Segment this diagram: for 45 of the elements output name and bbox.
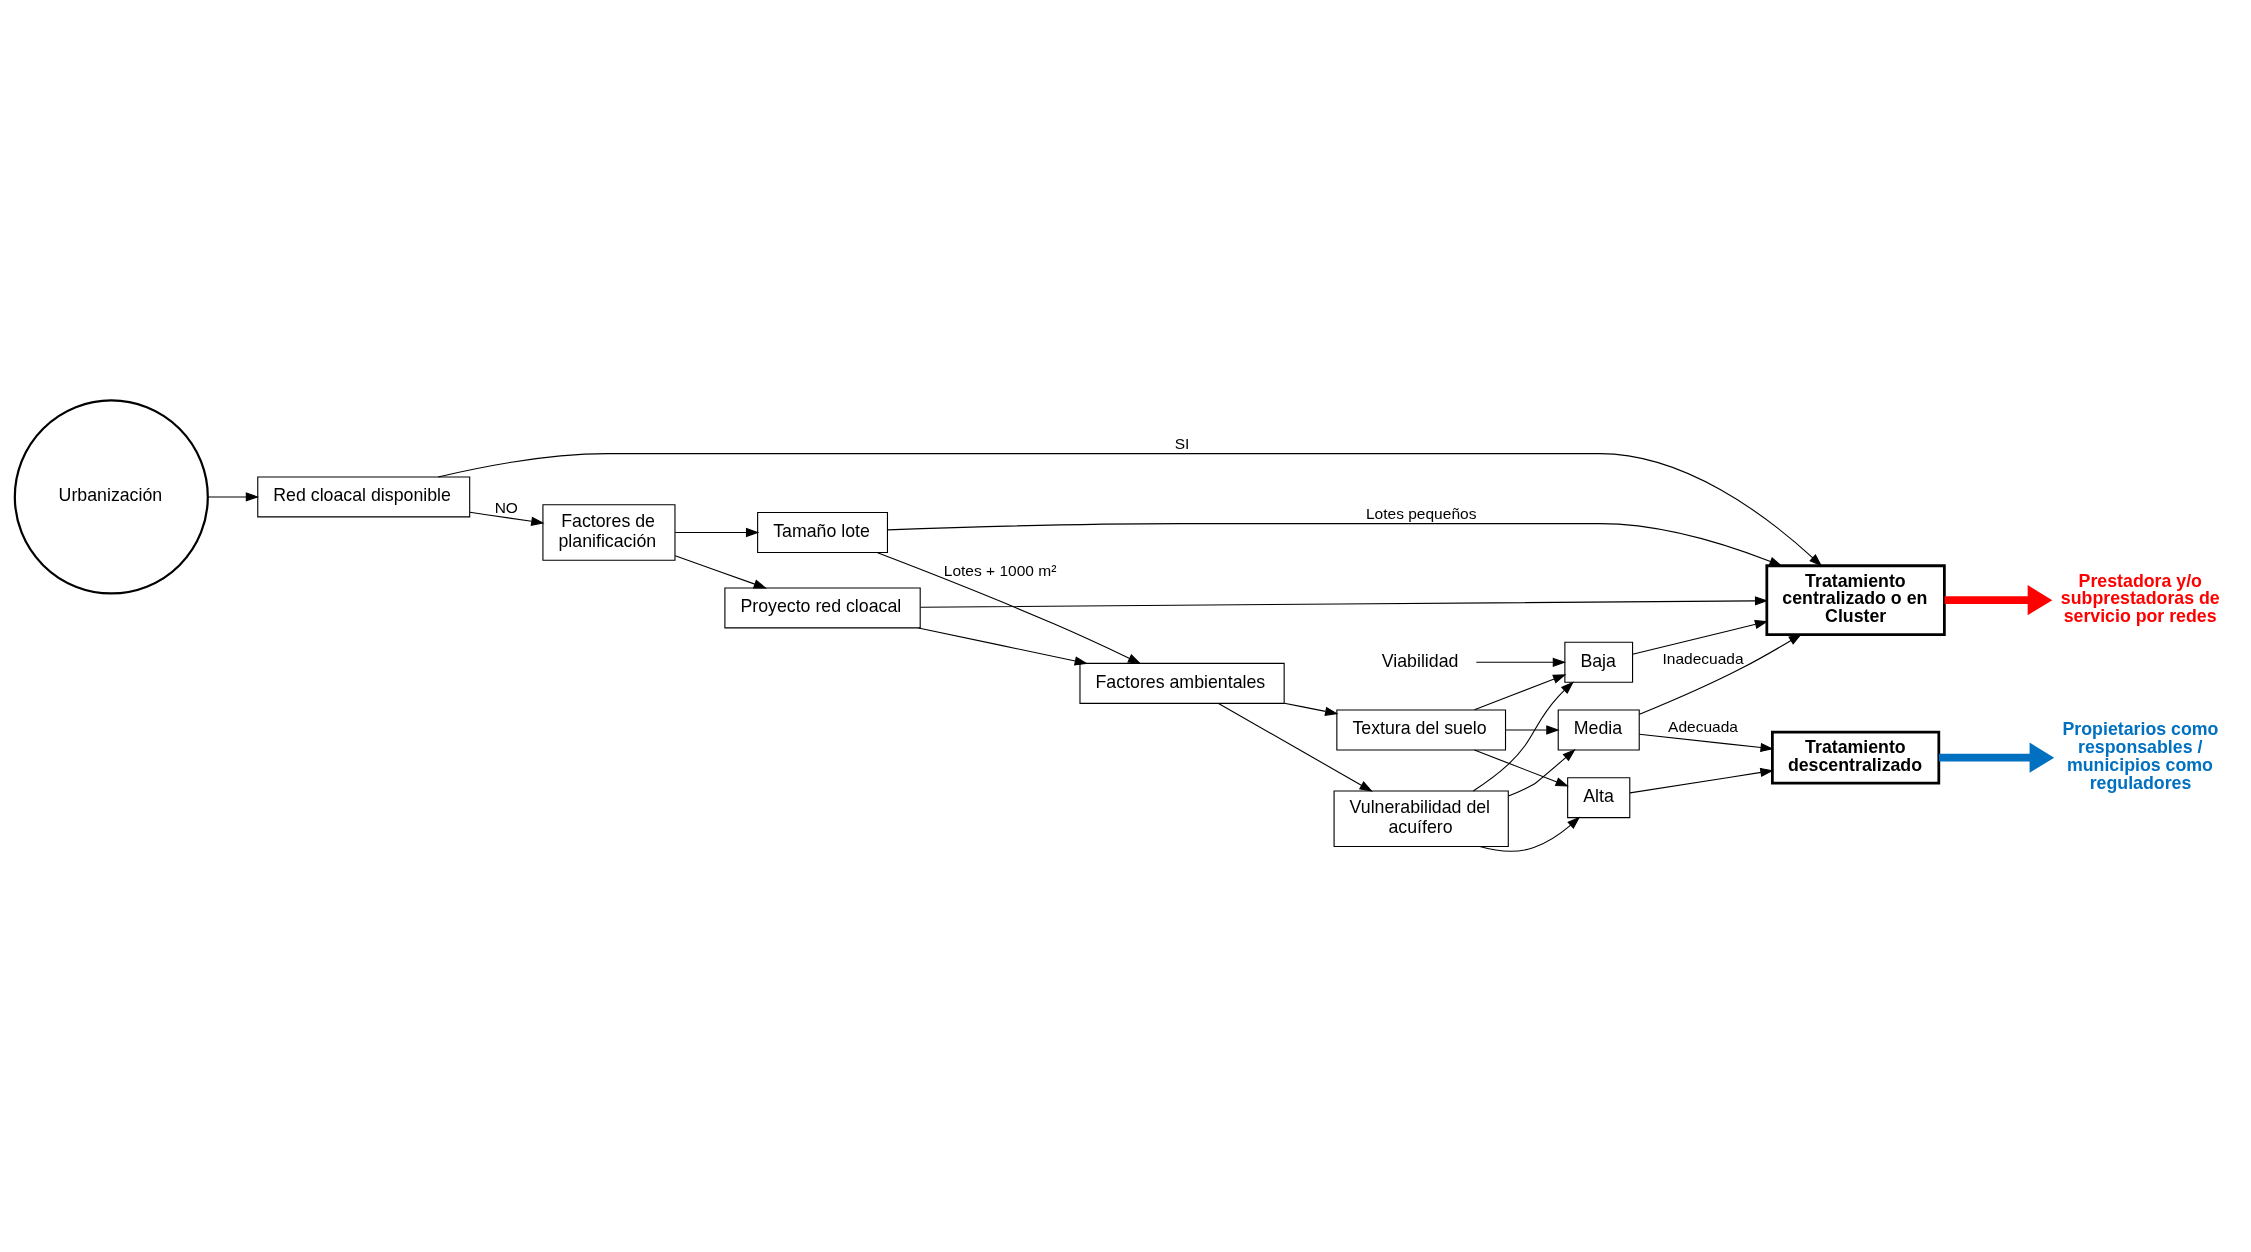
arrow — [1638, 733, 1774, 753]
arrow — [437, 453, 1823, 567]
node-text: Propietarios como responsables / municipios como reguladores — [2062, 719, 2219, 793]
node-box: Alta — [1567, 777, 1631, 819]
arrow — [920, 596, 1769, 608]
arrow — [1473, 674, 1567, 711]
node-box: Factores de planificación — [542, 504, 676, 561]
node-box: Proyecto red cloacal — [724, 587, 921, 629]
arrow — [674, 555, 767, 589]
arrow — [674, 527, 760, 538]
node-box: Tratamiento centralizado o en Cluster — [1765, 564, 1946, 636]
edge-label: Inadecuada — [1662, 649, 1744, 667]
arrow — [887, 523, 1783, 567]
arrow — [1473, 749, 1569, 787]
node-box: Factores ambientales — [1079, 662, 1285, 704]
arrow — [1638, 633, 1803, 715]
node-box: Red cloacal disponible — [257, 476, 471, 518]
arrow — [1475, 657, 1567, 667]
arrow — [1217, 702, 1373, 792]
edge-label: Adecuada — [1668, 718, 1738, 736]
node-text: Viabilidad — [1381, 650, 1459, 671]
arrow — [917, 627, 1088, 666]
node-box: Tamaño lote — [757, 511, 888, 553]
node-circle: Urbanización — [13, 399, 209, 595]
edge-label: SI — [1174, 435, 1190, 453]
edge-label: Lotes + 1000 m² — [943, 561, 1057, 579]
edge-label: NO — [494, 498, 518, 516]
edge-label: Lotes pequeños — [1365, 505, 1477, 523]
arrow — [1938, 742, 2055, 773]
arrow — [207, 492, 260, 502]
arrow — [469, 511, 545, 526]
node-box: Baja — [1564, 641, 1634, 683]
arrow — [1629, 767, 1774, 794]
arrow — [1479, 816, 1581, 852]
node-text: Prestadora y/o subprestadoras de servicio por redes — [2060, 570, 2220, 627]
arrow — [1283, 702, 1339, 716]
node-box: Vulnerabilidad del acuífero — [1333, 790, 1509, 848]
node-box: Textura del suelo — [1336, 709, 1507, 751]
arrow — [1632, 619, 1769, 655]
arrow — [1507, 749, 1576, 797]
node-box: Tratamiento descentralizado — [1771, 730, 1941, 785]
arrow — [876, 552, 1142, 664]
arrow — [1472, 681, 1574, 792]
arrow — [1505, 725, 1560, 735]
node-box: Media — [1557, 709, 1640, 751]
